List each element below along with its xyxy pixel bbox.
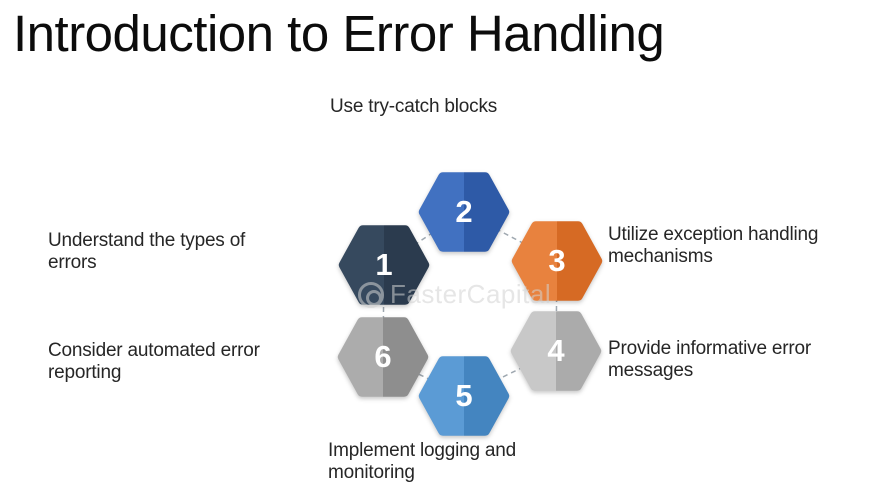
hexagon-shape-6 [337,317,429,397]
hexagon-shape-5 [418,356,510,436]
step-number-4: 4 [547,333,565,368]
step-label-3: Utilize exception handling mechanisms [608,224,819,267]
step-number-1: 1 [375,247,393,282]
hexagon-step-6: 6 [337,315,429,399]
hexagon-shape-2 [418,172,510,252]
page-title: Introduction to Error Handling [13,5,665,62]
step-number-5: 5 [455,378,473,413]
hexagon-step-3: 3 [511,219,603,303]
step-label-6: Consider automated error reporting [48,340,260,383]
hexagon-step-1: 1 [338,223,430,307]
step-number-3: 3 [548,243,566,278]
hexagon-step-2: 2 [418,170,510,254]
step-label-4: Provide informative error messages [608,338,812,381]
step-number-2: 2 [455,194,473,229]
hexagon-shape-4 [510,311,602,391]
step-number-6: 6 [374,339,392,374]
step-label-1: Understand the types of errors [48,230,246,273]
hexagon-shape-3 [511,221,603,301]
step-label-2: Use try-catch blocks [330,96,498,117]
hexagon-step-4: 4 [510,309,602,393]
hexagon-step-5: 5 [418,354,510,438]
step-label-5: Implement logging and monitoring [328,440,517,483]
